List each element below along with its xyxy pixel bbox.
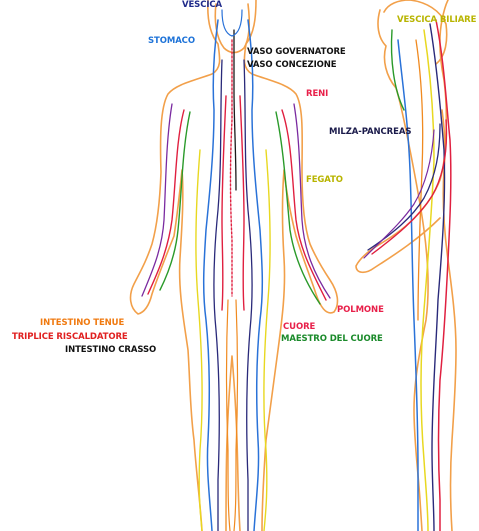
- meridian-purple-arm-right: [294, 104, 330, 298]
- label-reni: RENI: [306, 89, 328, 99]
- side-figure: [356, 0, 456, 531]
- label-vaso-concezione: VASO CONCEZIONE: [247, 60, 336, 70]
- meridian-central-black: [234, 30, 236, 190]
- meridian-reni-right: [240, 96, 244, 310]
- label-vescica: VESCICA: [182, 0, 222, 10]
- label-polmone: POLMONE: [337, 305, 384, 315]
- side-head-outline: [384, 0, 447, 64]
- side-meridian-red: [436, 20, 451, 531]
- side-meridian-blue: [398, 40, 418, 531]
- meridian-face: [222, 10, 242, 36]
- label-milza-pancreas: MILZA-PANCREAS: [329, 127, 411, 137]
- label-intestino-crasso: INTESTINO CRASSO: [65, 345, 156, 355]
- meridian-yellow-leg-right: [264, 150, 270, 531]
- meridian-navy-left: [214, 60, 222, 531]
- meridian-stomaco-left: [204, 20, 218, 531]
- label-vescica-biliare: VESCICA BILIARE: [397, 15, 476, 25]
- side-arm-meridian-purple: [364, 130, 434, 258]
- label-cuore: CUORE: [283, 322, 315, 332]
- label-maestro-del-cuore: MAESTRO DEL CUORE: [281, 334, 383, 344]
- front-figure: [131, 0, 338, 531]
- side-meridian-orange: [416, 40, 423, 320]
- meridian-stomaco-right: [248, 20, 262, 531]
- meridian-reni-left: [222, 96, 226, 310]
- label-fegato: FEGATO: [306, 175, 343, 185]
- label-vaso-governatore: VASO GOVERNATORE: [247, 47, 346, 57]
- meridian-purple-arm-left: [142, 104, 172, 296]
- meridian-central-red: [231, 40, 233, 296]
- label-intestino-tenue: INTESTINO TENUE: [40, 318, 124, 328]
- side-arm-meridian-red: [372, 120, 446, 254]
- label-triplice-riscaldatore: TRIPLICE RISCALDATORE: [12, 332, 128, 342]
- meridian-navy-right: [244, 60, 252, 531]
- label-stomaco: STOMACO: [148, 36, 195, 46]
